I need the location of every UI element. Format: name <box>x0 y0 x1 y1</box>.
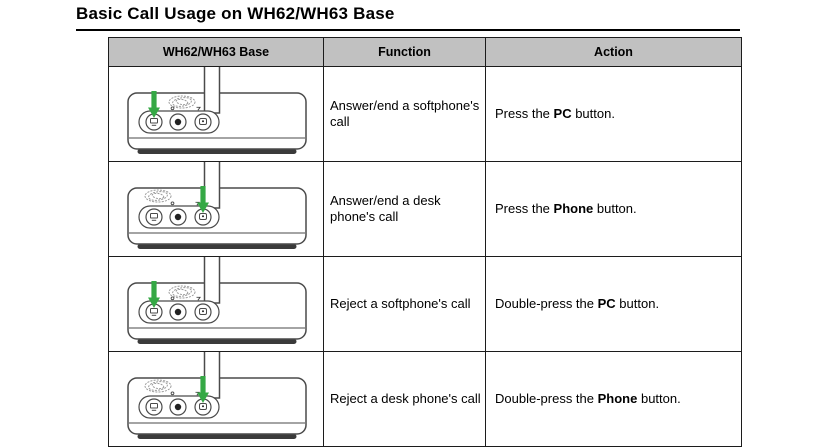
ringing-flash-icon <box>168 285 195 299</box>
green-arrow-icon <box>196 376 209 403</box>
action-text: Press the <box>495 105 554 121</box>
action-key-button: PC <box>597 295 616 311</box>
headset-pole <box>203 162 220 209</box>
action-cell: Press the Phone button. <box>485 161 742 257</box>
table-row: Reject a softphone's call Double-press t… <box>108 256 742 352</box>
phone-button-icon <box>193 303 212 321</box>
base-illustration-phone <box>126 162 307 249</box>
call-control-button-icon <box>168 113 187 131</box>
ringing-flash-icon <box>144 379 171 393</box>
led-indicator-marks <box>170 391 200 396</box>
function-cell: Reject a softphone's call <box>323 256 486 352</box>
green-arrow-icon <box>147 91 160 118</box>
table-row: Answer/end a desk phone's call Press the… <box>108 161 742 257</box>
action-text: Double-press the <box>495 390 598 406</box>
led-indicator-marks <box>170 296 201 301</box>
pc-button-icon <box>144 208 163 226</box>
phone-button-icon <box>193 113 212 131</box>
function-cell: Answer/end a desk phone's call <box>323 161 486 257</box>
usage-table: WH62/WH63 Base Function Action <box>108 37 742 447</box>
column-header-function: Function <box>323 37 486 67</box>
action-text: button. <box>571 105 615 121</box>
base-illustration-phone <box>126 352 307 439</box>
illustration-cell <box>108 351 324 447</box>
led-indicator-marks <box>170 201 200 206</box>
action-cell: Double-press the Phone button. <box>485 351 742 447</box>
call-control-button-icon <box>168 303 187 321</box>
column-header-base: WH62/WH63 Base <box>108 37 324 67</box>
illustration-cell <box>108 66 324 162</box>
ringing-flash-icon <box>144 189 171 203</box>
action-cell: Press the PC button. <box>485 66 742 162</box>
action-text: button. <box>637 390 681 406</box>
illustration-cell <box>108 256 324 352</box>
table-row: Reject a desk phone's call Double-press … <box>108 351 742 447</box>
call-control-button-icon <box>168 398 187 416</box>
column-header-action: Action <box>485 37 742 67</box>
headset-pole <box>203 257 220 304</box>
call-control-button-icon <box>168 208 187 226</box>
headset-pole <box>203 352 220 399</box>
headset-pole <box>203 67 220 114</box>
base-illustration-pc <box>126 257 307 344</box>
led-indicator-marks <box>170 106 201 111</box>
action-key-button: Phone <box>553 200 594 216</box>
function-cell: Answer/end a softphone's call <box>323 66 486 162</box>
illustration-cell <box>108 161 324 257</box>
header-row: WH62/WH63 Base Function Action <box>108 37 742 67</box>
action-text: button. <box>593 200 637 216</box>
base-illustration-pc <box>126 67 307 154</box>
action-text: button. <box>615 295 660 311</box>
pc-button-icon <box>144 398 163 416</box>
action-key-button: PC <box>553 105 572 121</box>
action-text: Press the <box>495 200 554 216</box>
action-text: Double-press the <box>495 295 598 311</box>
action-key-button: Phone <box>597 390 638 406</box>
function-cell: Reject a desk phone's call <box>323 351 486 447</box>
action-cell: Double-press the PC button. <box>485 256 742 352</box>
table-row: Answer/end a softphone's call Press the … <box>108 66 742 162</box>
ringing-flash-icon <box>168 95 195 109</box>
green-arrow-icon <box>147 281 160 308</box>
green-arrow-icon <box>196 186 209 213</box>
page-title: Basic Call Usage on WH62/WH63 Base <box>76 4 740 31</box>
